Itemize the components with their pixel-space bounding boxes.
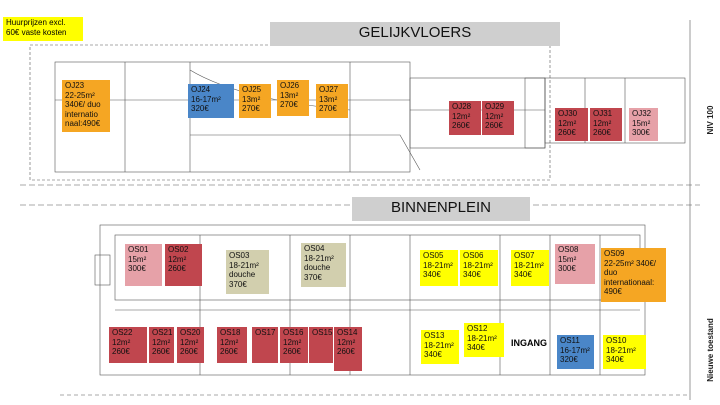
room-os10: OS10 18-21m² 340€ (603, 335, 646, 369)
room-os15: OS15 (309, 327, 333, 363)
room-os04: OS04 18-21m² douche 370€ (301, 243, 346, 287)
room-oj25: OJ25 13m² 270€ (239, 84, 271, 118)
room-os09: OS09 22-25m² 340€/ duo internationaal: 4… (601, 248, 666, 302)
room-os03: OS03 18-21m² douche 370€ (226, 250, 269, 294)
room-os20: OS20 12m² 260€ (177, 327, 204, 363)
room-os08: OS08 15m² 300€ (555, 244, 595, 284)
room-oj28: OJ28 12m² 260€ (449, 101, 481, 135)
room-oj27: OJ27 13m² 270€ (316, 84, 348, 118)
room-oj32: OJ32 15m² 300€ (629, 108, 658, 141)
room-os22: OS22 12m² 260€ (109, 327, 147, 363)
room-oj23: OJ23 22-25m² 340€/ duo internatio naal:4… (62, 80, 110, 132)
room-os17: OS17 (252, 327, 278, 363)
banner-gelijkvloers: GELIJKVLOERS (270, 22, 560, 46)
banner-binnenplein: BINNENPLEIN (352, 197, 530, 221)
room-oj29: OJ29 12m² 260€ (482, 101, 514, 135)
room-os01: OS01 15m² 300€ (125, 244, 162, 286)
room-os11: OS11 16-17m² 320€ (557, 335, 594, 369)
room-os16: OS16 12m² 260€ (280, 327, 308, 363)
room-os06: OS06 18-21m² 340€ (460, 250, 498, 286)
title-block-state: Nieuwe toestand (706, 318, 715, 382)
room-os07: OS07 18-21m² 340€ (511, 250, 549, 286)
room-os12: OS12 18-21m² 340€ (464, 323, 504, 357)
room-oj30: OJ30 12m² 260€ (555, 108, 588, 141)
entrance-label: INGANG (509, 336, 549, 350)
title-block-level: NIV 100 (706, 105, 715, 134)
room-os13: OS13 18-21m² 340€ (421, 330, 459, 364)
room-oj31: OJ31 12m² 260€ (590, 108, 622, 141)
title-block: NIV 100 Nieuwe toestand (706, 105, 715, 382)
room-os05: OS05 18-21m² 340€ (420, 250, 458, 286)
room-os14: OS14 12m² 260€ (334, 327, 362, 371)
room-os21: OS21 12m² 260€ (149, 327, 174, 363)
room-os02: OS02 12m² 260€ (165, 244, 202, 286)
room-oj26: OJ26 13m² 270€ (277, 80, 309, 116)
room-oj24: OJ24 16-17m² 320€ (188, 84, 234, 118)
room-os18: OS18 12m² 260€ (217, 327, 247, 363)
price-note: Huurprijzen excl. 60€ vaste kosten (3, 17, 83, 41)
